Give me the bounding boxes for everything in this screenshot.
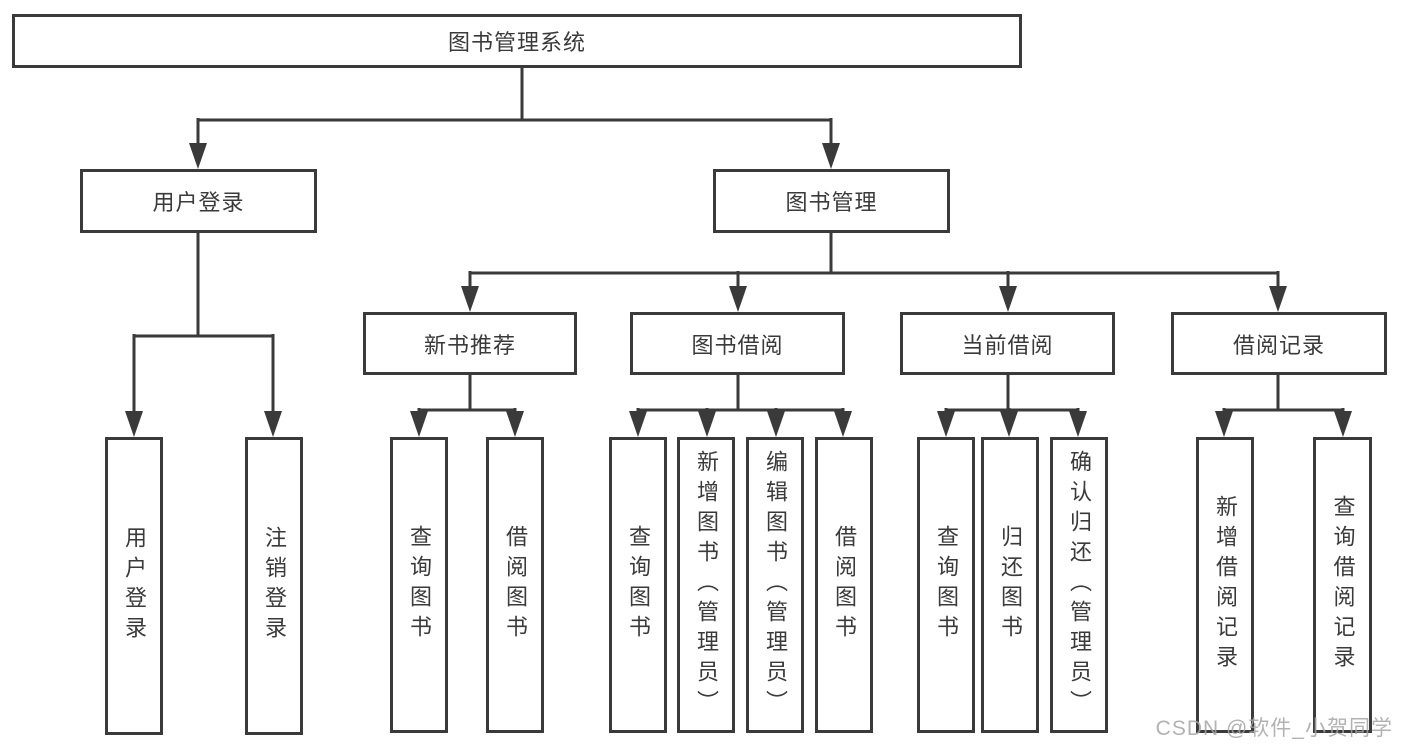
node-label: 借阅记录 xyxy=(1232,332,1325,358)
leaf-label: 新增借阅记录 xyxy=(1213,495,1238,675)
leaf-borrow-books-recommend: 借阅图书 xyxy=(486,437,544,733)
node-book-management: 图书管理 xyxy=(713,169,950,233)
node-label: 用户登录 xyxy=(152,190,245,215)
leaf-label: 借阅图书 xyxy=(503,525,528,645)
leaf-label: 注销登录 xyxy=(262,526,287,646)
leaf-return-book: 归还图书 xyxy=(981,437,1039,733)
node-current-borrowing: 当前借阅 xyxy=(900,312,1115,375)
leaf-label: 归还图书 xyxy=(998,525,1023,645)
leaf-query-books-borrow: 查询图书 xyxy=(609,437,667,733)
leaf-query-books-current: 查询图书 xyxy=(917,437,975,733)
leaf-label: 查询图书 xyxy=(407,525,432,645)
node-root: 图书管理系统 xyxy=(12,14,1022,68)
leaf-label: 查询图书 xyxy=(626,525,651,645)
leaf-label: 编辑图书（管理员） xyxy=(763,450,788,720)
leaf-logout: 注销登录 xyxy=(245,437,303,735)
leaf-label: 借阅图书 xyxy=(832,525,857,645)
node-label: 图书管理系统 xyxy=(447,30,586,55)
node-label: 当前借阅 xyxy=(961,332,1054,358)
leaf-label: 用户登录 xyxy=(122,526,147,646)
node-book-borrowing: 图书借阅 xyxy=(630,312,845,375)
node-user-login: 用户登录 xyxy=(80,169,317,233)
leaf-confirm-return-admin: 确认归还（管理员） xyxy=(1050,437,1108,733)
leaf-query-borrow-record: 查询借阅记录 xyxy=(1313,437,1372,733)
leaf-user-login: 用户登录 xyxy=(105,437,163,735)
node-label: 新书推荐 xyxy=(423,332,516,358)
node-new-book-recommend: 新书推荐 xyxy=(363,312,577,375)
node-label: 图书管理 xyxy=(785,190,878,215)
leaf-label: 查询借阅记录 xyxy=(1330,495,1356,675)
leaf-label: 确认归还（管理员） xyxy=(1067,450,1092,720)
node-borrowing-records: 借阅记录 xyxy=(1171,312,1387,375)
leaf-add-book-admin: 新增图书（管理员） xyxy=(677,437,735,733)
leaf-add-borrow-record: 新增借阅记录 xyxy=(1196,437,1254,733)
leaf-label: 新增图书（管理员） xyxy=(694,450,719,720)
node-label: 图书借阅 xyxy=(691,332,784,358)
arrowhead-icons xyxy=(125,143,1352,437)
leaf-edit-book-admin: 编辑图书（管理员） xyxy=(746,437,804,733)
leaf-query-books-recommend: 查询图书 xyxy=(390,437,448,733)
leaf-label: 查询图书 xyxy=(934,525,959,645)
leaf-borrow-books: 借阅图书 xyxy=(815,437,873,733)
